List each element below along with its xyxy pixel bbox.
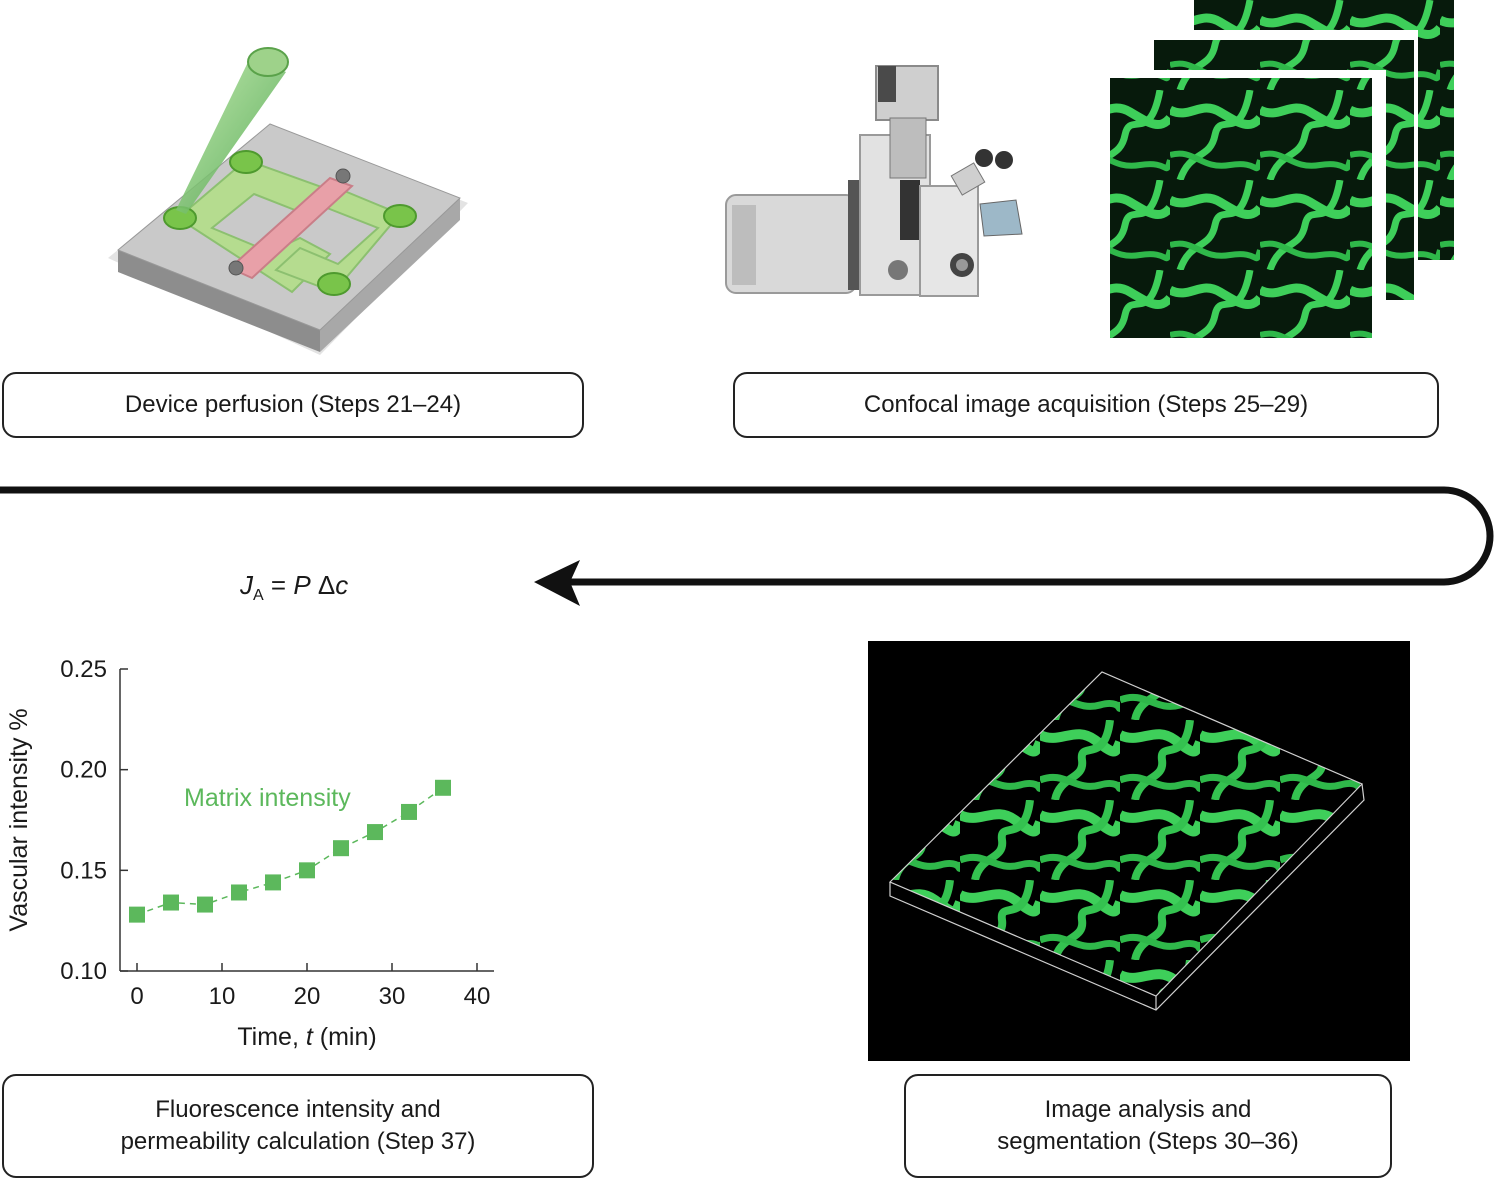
data-point-marker: [129, 906, 145, 923]
x-tick-label: 20: [294, 983, 321, 1010]
chart-ticks: 0 10 20 30 40 0.25 0.20 0.15 0.10: [60, 656, 490, 1010]
equation-equals: =: [263, 570, 294, 600]
data-point-marker: [197, 896, 213, 913]
step-label-line1: Fluorescence intensity and: [155, 1096, 441, 1123]
equation-delta: Δ: [310, 570, 336, 600]
y-axis-title: Vascular intensity %: [5, 708, 33, 931]
equation-c: c: [335, 570, 349, 600]
step-label-line2: permeability calculation (Step 37): [120, 1128, 476, 1155]
step-label: Device perfusion (Steps 21–24): [124, 391, 462, 418]
step-confocal-acquisition: Confocal image acquisition (Steps 25–29): [733, 372, 1439, 438]
x-tick-label: 10: [209, 983, 236, 1010]
data-point-marker: [367, 824, 383, 841]
x-tick-label: 0: [130, 983, 143, 1010]
step-fluorescence-permeability: Fluorescence intensity and permeability …: [2, 1074, 594, 1178]
equation-flux: J: [240, 570, 253, 600]
step-label: Confocal image acquisition (Steps 25–29): [863, 391, 1309, 418]
y-tick-label: 0.10: [60, 958, 107, 985]
step-device-perfusion: Device perfusion (Steps 21–24): [2, 372, 584, 438]
microfluidic-device-illustration: [108, 47, 468, 355]
y-tick-label: 0.20: [60, 757, 107, 784]
confocal-image-stack: [1106, 0, 1454, 342]
equation-flux-sub: A: [253, 587, 264, 605]
y-tick-label: 0.25: [60, 656, 107, 683]
x-tick-label: 40: [464, 983, 491, 1010]
arrowhead-left-icon: [534, 560, 580, 606]
x-axis-title: Time, t (min): [237, 1023, 376, 1051]
series-label: Matrix intensity: [184, 784, 351, 812]
workflow-arrow: [0, 486, 1494, 606]
x-tick-label: 30: [379, 983, 406, 1010]
intensity-chart: Time, t (min) Vascular intensity % 0 10 20 3…: [5, 656, 494, 1051]
data-point-marker: [401, 803, 417, 820]
y-tick-label: 0.15: [60, 857, 107, 884]
series-line: [136, 787, 444, 916]
data-point-marker: [333, 840, 349, 857]
step-label-line1: Image analysis and: [1044, 1096, 1252, 1123]
chart-series: Matrix intensity: [129, 779, 451, 923]
segmentation-3d-render: [868, 641, 1410, 1061]
data-point-marker: [163, 894, 179, 911]
step-image-analysis: Image analysis and segmentation (Steps 3…: [904, 1074, 1392, 1178]
data-point-marker: [299, 862, 315, 879]
flux-equation: JA = P Δc: [240, 570, 348, 605]
data-point-marker: [435, 779, 451, 796]
data-point-marker: [265, 874, 281, 891]
equation-p: P: [293, 570, 311, 600]
step-label-line2: segmentation (Steps 30–36): [997, 1128, 1299, 1155]
confocal-microscope-illustration: [725, 65, 1023, 297]
data-point-marker: [231, 884, 247, 901]
